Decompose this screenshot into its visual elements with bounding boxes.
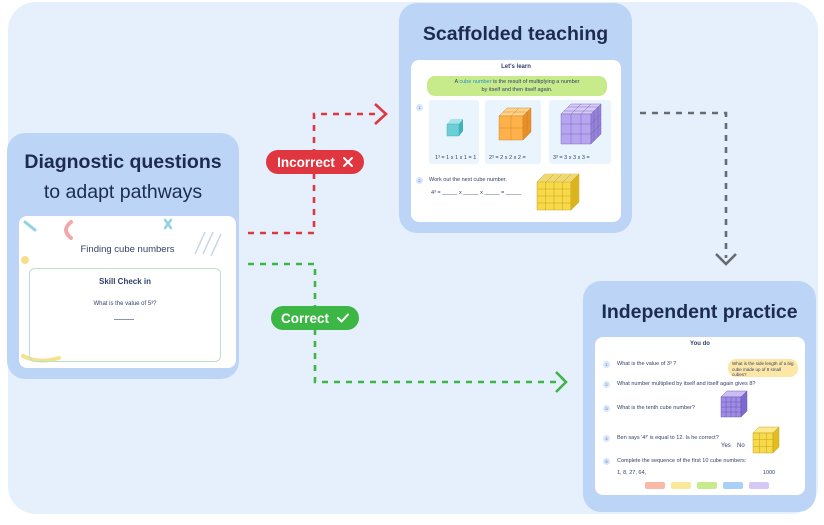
answer-chip-4: [723, 482, 743, 489]
answer-chip-5: [749, 482, 769, 489]
yellow-cube-small: [752, 426, 780, 454]
scaffolded-card: Scaffolded teaching Let's learn A cube n…: [399, 3, 632, 233]
speech-bubble-text: What is the side length of a big cube ma…: [732, 361, 794, 377]
task-text: Work out the next cube number.: [429, 177, 507, 183]
definition-term: cube number: [459, 79, 492, 85]
speech-bubble: [728, 359, 798, 377]
practice-q1: What is the value of 3³ ?: [617, 361, 677, 367]
practice-q5-number: 5: [603, 458, 610, 465]
equation-2: 2³ = 2 x 2 x 2 =: [489, 155, 526, 161]
skill-check-title: Skill Check in: [98, 277, 152, 286]
practice-q3: What is the tenth cube number?: [617, 405, 695, 411]
you-do-header: You do: [690, 341, 710, 347]
no-option: No: [737, 443, 745, 449]
correct-arrowhead: [555, 371, 568, 393]
independent-card: Independent practice You do 1 What is th…: [583, 281, 816, 512]
yes-option: Yes: [721, 443, 731, 449]
definition-prefix: A: [454, 79, 458, 85]
diagnostic-worksheet: Finding cube numbers Skill Check in What…: [19, 216, 236, 368]
skill-check-box: Skill Check in What is the value of 5³?: [29, 268, 221, 362]
lets-learn-header: Let's learn: [501, 64, 531, 70]
task-equation: 4³ = _____ x _____ x _____ = _____: [431, 190, 522, 196]
cube-illustrations: [446, 103, 602, 145]
answer-chip-2: [671, 482, 691, 489]
practice-q3-number: 3: [603, 405, 610, 412]
scaffolded-title: Scaffolded teaching: [422, 23, 609, 45]
question-number-2: 2: [416, 177, 423, 184]
practice-arrowhead: [715, 253, 737, 266]
answer-chip-3: [697, 482, 717, 489]
practice-path: [640, 111, 728, 258]
answer-chip-1: [645, 482, 665, 489]
practice-q5: Complete the sequence of the first 10 cu…: [617, 458, 747, 464]
correct-label: Correct: [280, 310, 329, 326]
cross-icon: [342, 157, 353, 167]
practice-q2-number: 2: [603, 381, 610, 388]
diagnostic-subtitle: to adapt pathways: [43, 181, 203, 203]
practice-q4: Ben says '4³' is equal to 12. Is he corr…: [617, 435, 719, 441]
practice-q1-number: 1: [603, 361, 610, 368]
yellow-cube-large: [536, 173, 580, 211]
orange-cube: [498, 107, 532, 141]
definition-rest: is the result of multiplying a number: [493, 79, 580, 85]
practice-q2: What number multiplied by itself and its…: [617, 381, 756, 387]
equation-1: 1³ = 1 x 1 x 1 = 1: [435, 155, 477, 161]
practice-q4-number: 4: [603, 435, 610, 442]
answer-line: [114, 319, 134, 320]
purple-cube: [560, 103, 602, 145]
small-teal-cube: [446, 119, 463, 137]
incorrect-label: Incorrect: [277, 154, 335, 170]
correct-pill: Correct: [271, 306, 359, 330]
practice-cubes: [720, 390, 780, 454]
definition-banner: A cube number is the result of multiplyi…: [427, 76, 607, 96]
check-icon: [337, 313, 349, 323]
sequence-start: 1, 8, 27, 64,: [617, 470, 647, 476]
equation-3: 3³ = 3 x 3 x 3 =: [553, 155, 590, 161]
worksheet-decorations: [21, 218, 222, 363]
independent-worksheet: You do 1 What is the value of 3³ ? What …: [595, 337, 805, 495]
worksheet-title: Finding cube numbers: [80, 244, 175, 255]
incorrect-pill: Incorrect: [266, 150, 364, 174]
diagnostic-title: Diagnostic questions: [24, 151, 222, 173]
diagnostic-card: Diagnostic questions to adapt pathways F…: [7, 133, 239, 379]
scaffolded-worksheet: Let's learn A cube number is the result …: [411, 60, 621, 222]
sequence-end: 1000: [763, 470, 776, 476]
purple-cube-small: [720, 390, 748, 418]
question-number-1: 1: [416, 104, 423, 111]
incorrect-arrowhead: [374, 103, 388, 125]
definition-line2: by itself and then itself again.: [481, 87, 553, 93]
skill-check-question: What is the value of 5³?: [93, 301, 157, 307]
independent-title: Independent practice: [601, 301, 798, 323]
